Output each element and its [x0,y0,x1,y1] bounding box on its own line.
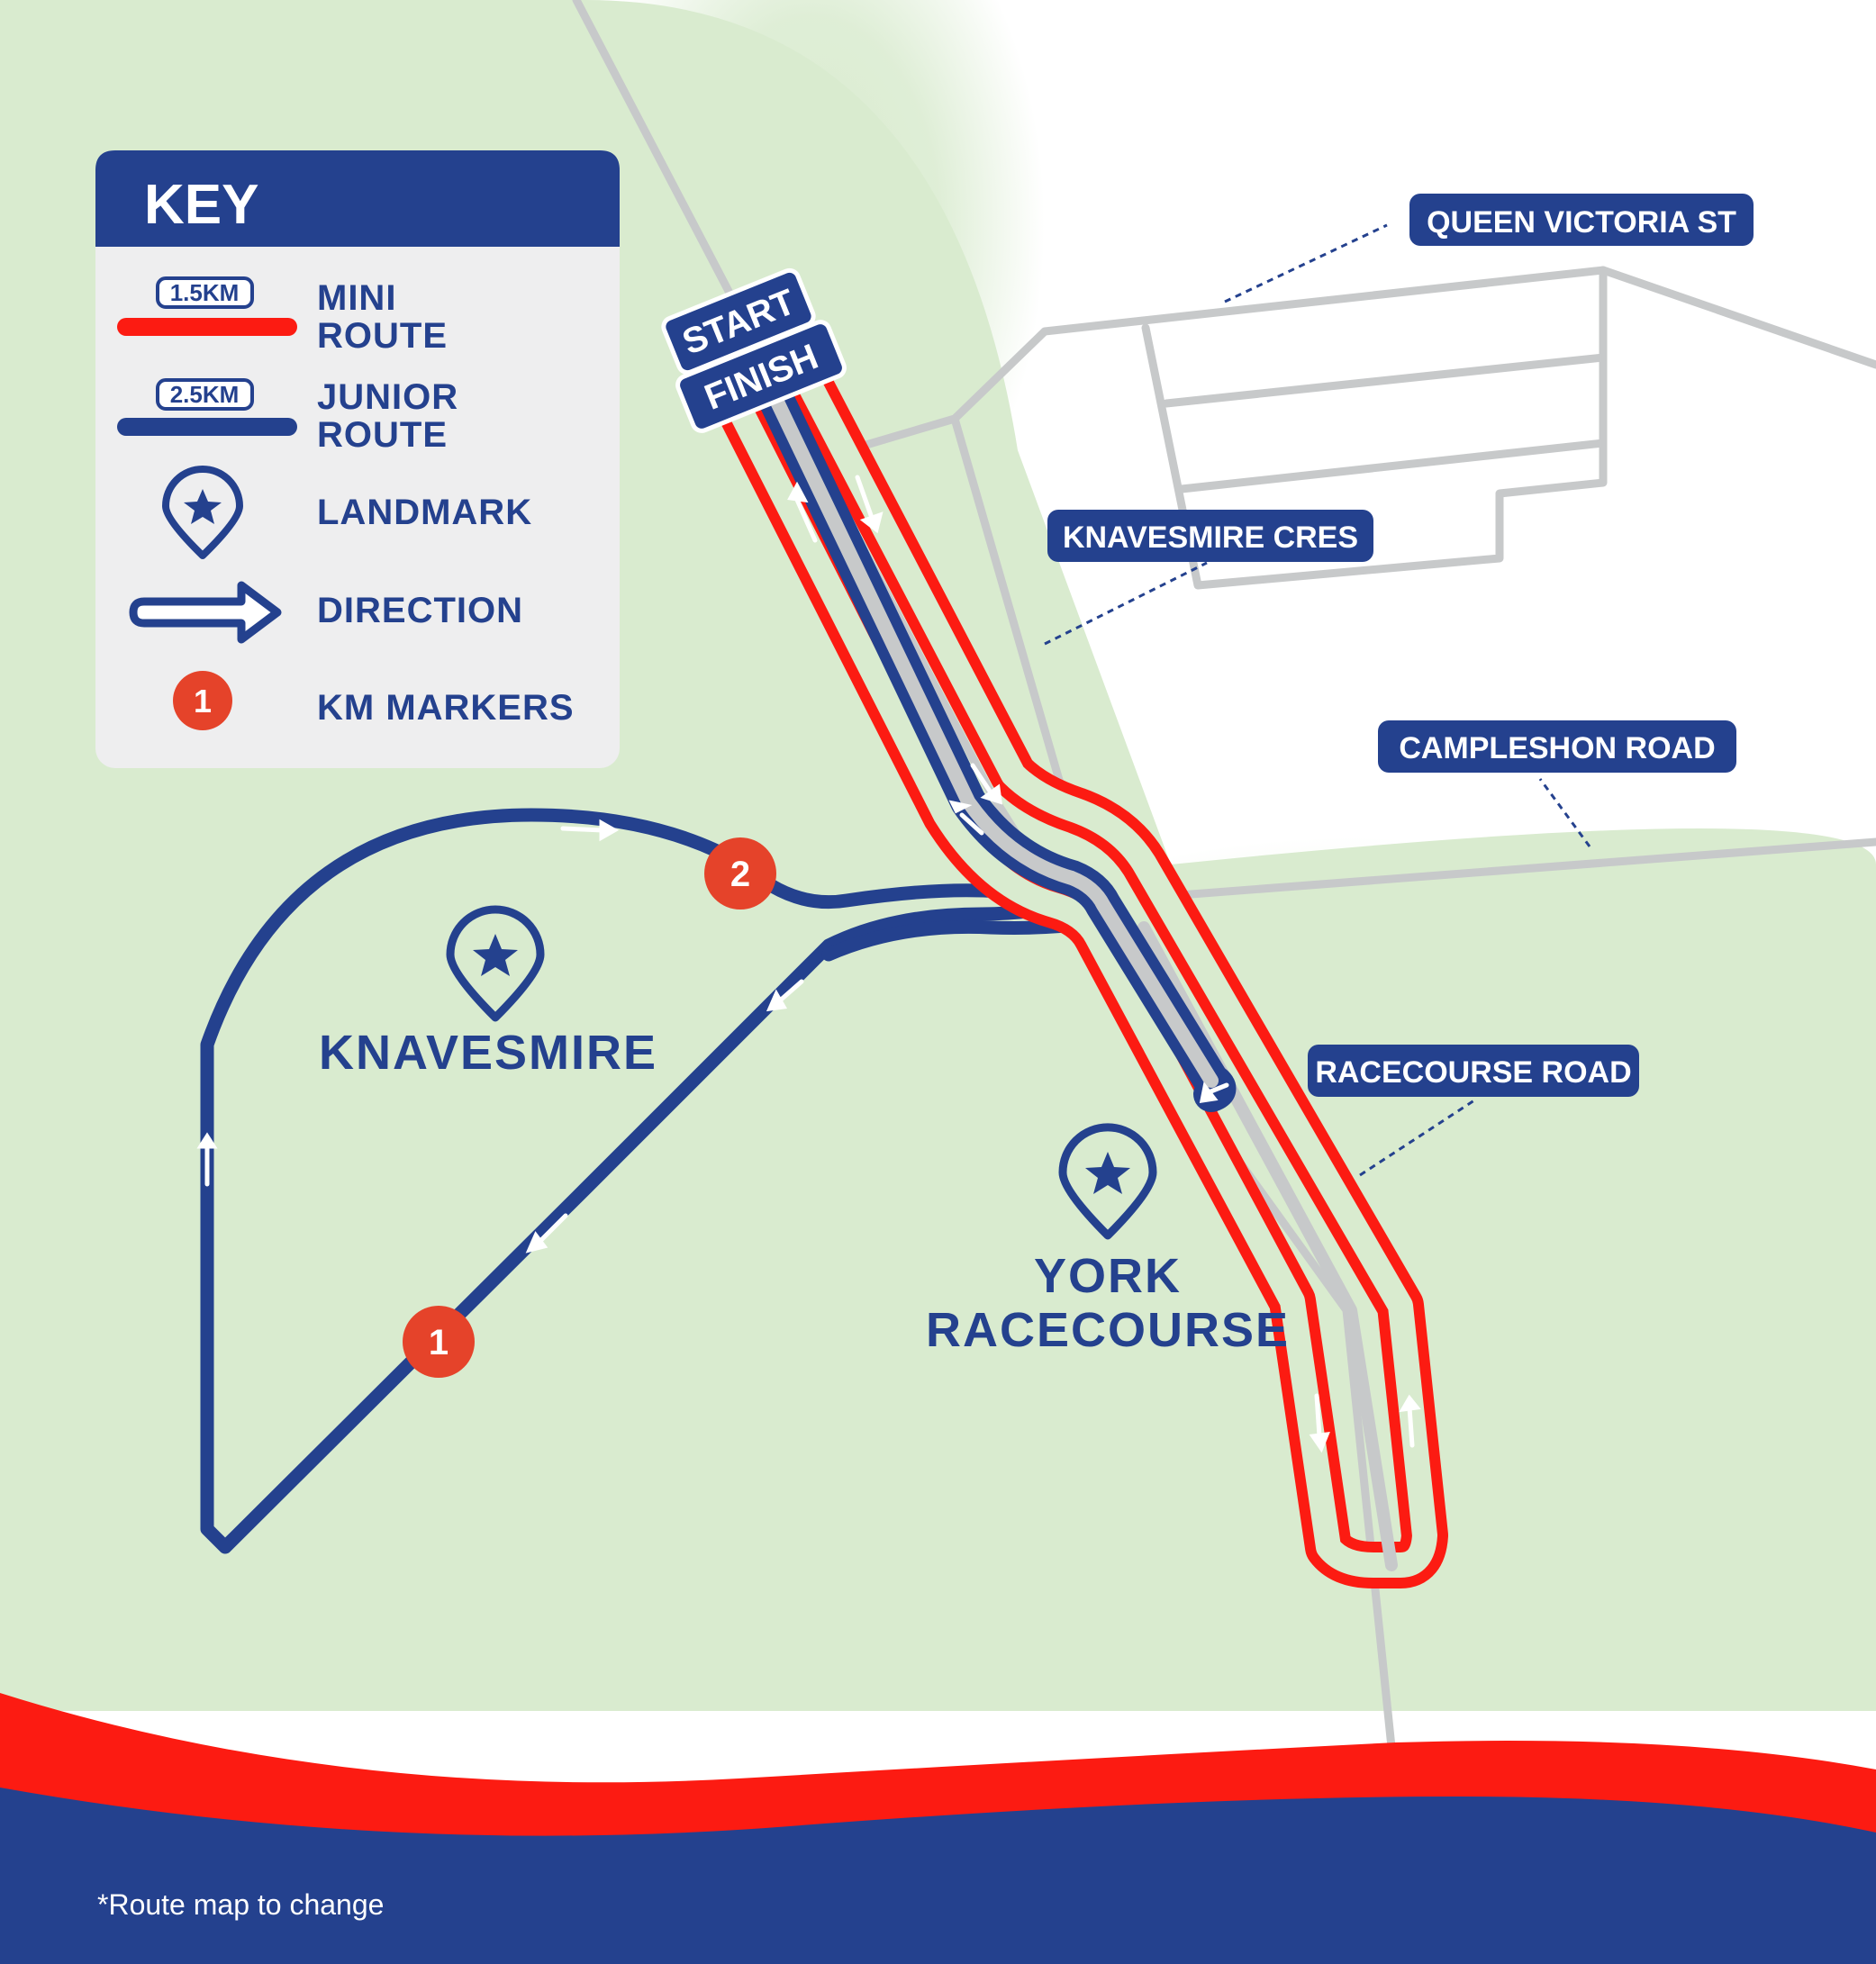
side-road-3 [1162,353,1608,408]
svg-text:KM MARKERS: KM MARKERS [317,688,575,728]
svg-text:QUEEN VICTORIA ST: QUEEN VICTORIA ST [1427,205,1736,240]
star-icon [473,934,518,976]
svg-text:MINI: MINI [317,278,396,318]
star-icon [184,489,222,524]
landmark-york-racecourse: YORK RACECOURSE [926,1123,1290,1357]
landmark-pin-icon [446,905,545,1022]
key-marker-sample: 1 [194,683,212,720]
map-key: KEY 1.5KM MINI ROUTE 2.5KM JUNIOR ROUTE … [95,150,620,768]
key-title: KEY [144,174,258,236]
junior-badge: 2.5KM [170,381,240,408]
road-label-campleshon: CAMPLESHON ROAD [1378,720,1736,773]
km-marker-2-label: 2 [730,855,750,894]
mini-badge: 1.5KM [170,279,240,306]
footer-wave [0,1693,1876,1964]
key-junior-route: 2.5KM JUNIOR ROUTE [117,377,458,455]
svg-text:DIRECTION: DIRECTION [317,591,523,630]
svg-text:LANDMARK: LANDMARK [317,493,532,532]
key-direction: DIRECTION [129,581,523,644]
svg-text:ROUTE: ROUTE [317,415,448,455]
road-label-racecourse: RACECOURSE ROAD [1308,1045,1639,1097]
key-mini-route: 1.5KM MINI ROUTE [117,276,448,356]
landmark-knavesmire-label: KNAVESMIRE [319,1026,657,1080]
footer-note: *Route map to change [97,1888,384,1921]
km-marker-1: 1 [403,1306,475,1378]
key-landmark: LANDMARK [162,466,532,559]
arrow-right-icon [129,581,282,644]
road-label-queen-victoria: QUEEN VICTORIA ST [1409,194,1754,246]
svg-text:JUNIOR: JUNIOR [317,377,458,417]
svg-text:CAMPLESHON ROAD: CAMPLESHON ROAD [1399,731,1715,765]
side-road-4 [1177,439,1608,493]
svg-text:RACECOURSE ROAD: RACECOURSE ROAD [1315,1055,1631,1090]
route-arrows [196,475,1421,1453]
landmark-pin-icon [162,466,243,559]
landmark-york-label: YORK [1034,1249,1182,1303]
campleshon-road-line [1139,837,1876,902]
key-km-markers: 1 KM MARKERS [173,671,575,730]
knavesmire-cres-line [856,266,1876,451]
svg-text:KNAVESMIRE CRES: KNAVESMIRE CRES [1063,520,1358,555]
road-label-knavesmire-cres: KNAVESMIRE CRES [1047,510,1373,562]
start-finish: START FINISH [661,267,847,433]
star-icon [1085,1152,1130,1194]
landmark-knavesmire: KNAVESMIRE [319,905,657,1080]
km-marker-2: 2 [704,837,776,910]
label-leaders [1044,223,1591,1177]
finish-badge [675,320,847,433]
side-road-1 [950,414,1067,797]
landmark-racecourse-label: RACECOURSE [926,1303,1290,1357]
svg-text:ROUTE: ROUTE [317,316,448,356]
km-marker-1-label: 1 [429,1323,449,1362]
landmark-pin-icon [1058,1123,1157,1240]
